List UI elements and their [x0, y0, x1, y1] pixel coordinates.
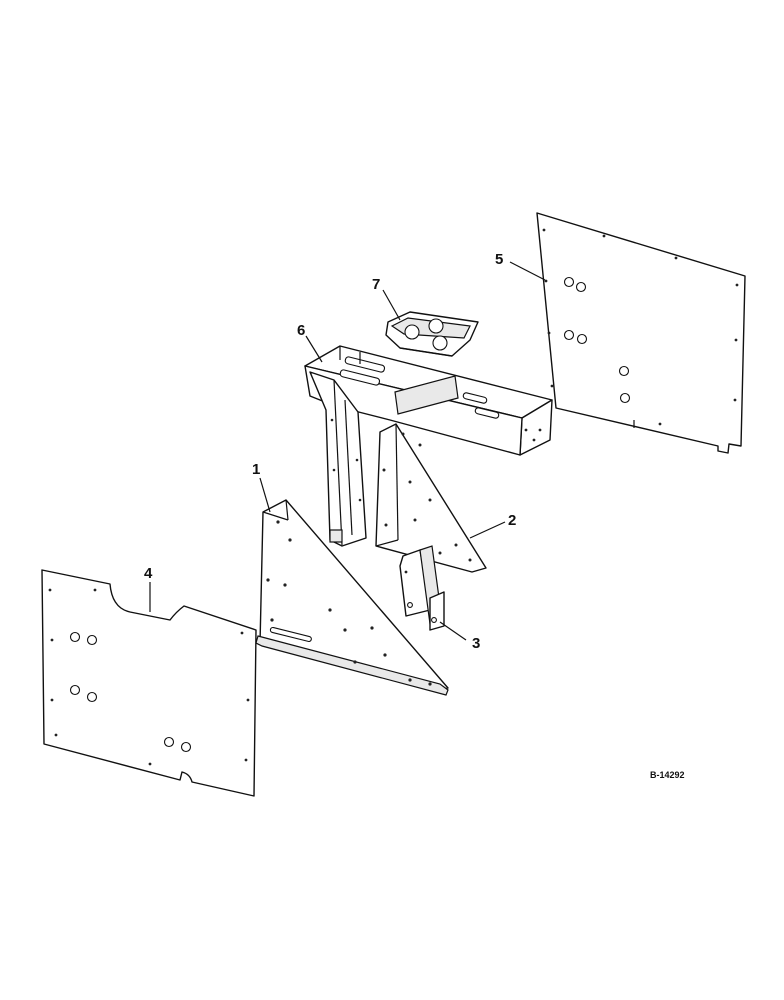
part-4-left-panel[interactable]: [41, 569, 257, 797]
leader-6: [305, 335, 323, 363]
callout-5: 5: [495, 251, 503, 268]
drawing-number: B-14292: [650, 770, 685, 780]
part-2-right-gusset[interactable]: [375, 423, 487, 573]
part-3-angle-clip[interactable]: [399, 545, 445, 631]
leader-5: [509, 261, 546, 281]
callout-1: 1: [252, 461, 260, 478]
leader-lines: [149, 261, 546, 641]
part-5-right-panel[interactable]: [536, 212, 746, 454]
leader-3: [439, 621, 467, 641]
callouts: 1 2 3 4 5 6 7: [144, 251, 516, 652]
leader-1: [259, 477, 271, 513]
callout-3: 3: [472, 635, 480, 652]
part-1-left-gusset[interactable]: [255, 499, 449, 696]
callout-7: 7: [372, 276, 380, 293]
part-6-frame[interactable]: [304, 345, 553, 547]
callout-4: 4: [144, 565, 153, 582]
part-7-top-bracket[interactable]: [385, 311, 479, 357]
leader-7: [382, 289, 401, 321]
callout-2: 2: [508, 512, 516, 529]
leader-2: [469, 521, 506, 539]
callout-6: 6: [297, 322, 305, 339]
